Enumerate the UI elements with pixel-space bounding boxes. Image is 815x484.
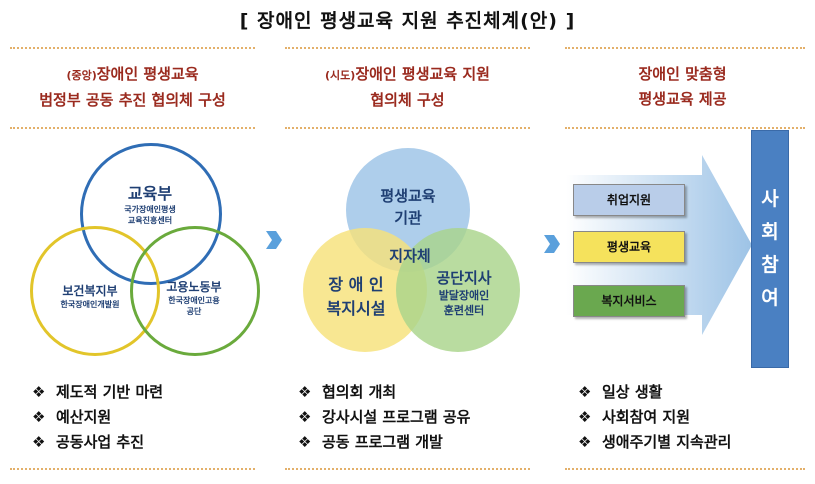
divider-top-left [10,47,255,49]
diamond-bullet-icon: ❖ [298,383,312,401]
venn-circle-agency-branch [396,228,520,352]
bullet-list-regional: ❖협의회 개최 ❖강사시설 프로그램 공유 ❖공동 프로그램 개발 [298,380,470,455]
venn2-left-label: 장 애 인 복지시설 [326,275,386,318]
divider-bot-right [565,468,805,470]
chevron-right-icon [544,235,560,253]
divider-bot-left [10,468,255,470]
diamond-bullet-icon: ❖ [298,408,312,426]
venn1-left-label: 보건복지부 한국장애인개발원 [60,284,120,309]
service-box-lifelong-education: 평생교육 [573,231,685,263]
venn2-right-label: 공단지사 발달장애인 훈련센터 [436,269,492,317]
diamond-bullet-icon: ❖ [578,383,592,401]
venn2-center-label: 지자체 [389,247,431,265]
bullet-list-service: ❖일상 생활 ❖사회참여 지원 ❖생애주기별 지속관리 [578,380,731,455]
list-item: ❖일상 생활 [578,380,731,405]
page-title: [ 장애인 평생교육 지원 추진체계(안) ] [239,10,576,32]
list-item: ❖예산지원 [32,405,163,430]
column-heading-service: 장애인 맞춤형 평생교육 제공 [638,65,727,108]
diamond-bullet-icon: ❖ [578,408,592,426]
diamond-bullet-icon: ❖ [32,383,46,401]
social-char: 참 [761,254,779,276]
divider-mid-mid [285,127,530,129]
diamond-bullet-icon: ❖ [298,433,312,451]
list-item: ❖협의회 개최 [298,380,470,405]
list-item: ❖사회참여 지원 [578,405,731,430]
social-char: 회 [761,221,779,243]
list-item: ❖강사시설 프로그램 공유 [298,405,470,430]
chevron-right-icon [266,231,282,249]
list-item: ❖제도적 기반 마련 [32,380,163,405]
divider-mid-right [565,127,805,129]
diamond-bullet-icon: ❖ [32,433,46,451]
diamond-bullet-icon: ❖ [32,408,46,426]
bullet-list-central: ❖제도적 기반 마련 ❖예산지원 ❖공동사업 추진 [32,380,163,455]
service-box-welfare: 복지서비스 [573,285,685,317]
list-item: ❖공동 프로그램 개발 [298,430,470,455]
diamond-bullet-icon: ❖ [578,433,592,451]
social-participation-bar: 사 회 참 여 [751,130,789,368]
column-heading-regional: (시도)장애인 평생교육 지원 협의체 구성 [325,65,490,109]
venn1-top-label: 교육부 국가장애인평생 교육진흥센터 [124,184,176,225]
social-char: 사 [761,188,779,210]
venn1-right-label: 고용노동부 한국장애인고용 공단 [166,280,222,316]
column-heading-central: (중앙)장애인 평생교육 범정부 공동 추진 협의체 구성 [39,65,226,109]
divider-mid-left [10,127,255,129]
list-item: ❖생애주기별 지속관리 [578,430,731,455]
venn2-top-label: 평생교육 기관 [380,187,436,227]
divider-bot-mid [285,468,530,470]
service-box-employment: 취업지원 [573,184,685,216]
divider-top-right [565,47,805,49]
social-char: 여 [761,287,779,309]
venn-circle-labor [130,226,260,356]
divider-top-mid [285,47,530,49]
list-item: ❖공동사업 추진 [32,430,163,455]
